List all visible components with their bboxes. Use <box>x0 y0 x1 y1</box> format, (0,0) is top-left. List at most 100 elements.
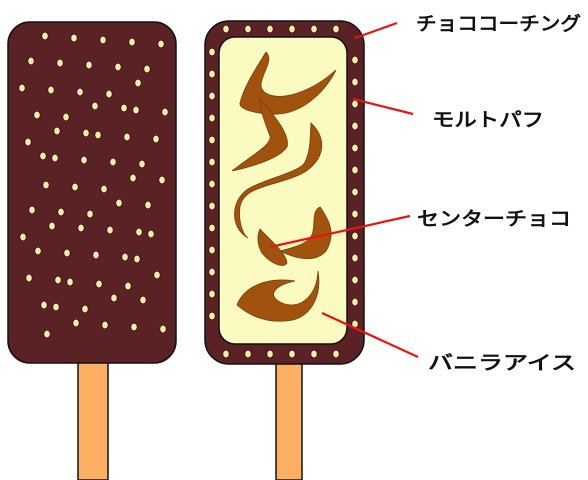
puff-dot-8 <box>114 62 122 72</box>
ring-dot-18 <box>208 113 216 123</box>
puff-dot-52 <box>133 254 141 264</box>
puff-dot-24 <box>94 130 102 140</box>
puff-dot-65 <box>72 318 80 328</box>
puff-dot-10 <box>18 83 26 93</box>
puff-dot-39 <box>86 209 94 219</box>
ring-dot-13 <box>351 55 359 65</box>
puff-dot-19 <box>132 105 140 115</box>
ring-dot-2 <box>244 24 252 34</box>
ring-dot-0 <box>222 24 230 34</box>
puff-dot-0 <box>41 31 49 41</box>
puff-dot-4 <box>157 39 165 49</box>
puff-dot-50 <box>92 250 100 260</box>
puff-dot-47 <box>147 229 155 239</box>
puff-dot-12 <box>76 87 84 97</box>
puff-dot-42 <box>19 232 27 242</box>
puff-dot-45 <box>106 225 114 235</box>
exterior-ice-cream-bar <box>7 21 177 480</box>
ring-dot-27 <box>351 209 359 219</box>
puff-dot-56 <box>95 279 103 289</box>
ring-dot-35 <box>351 297 359 307</box>
ring-dot-9 <box>310 349 318 359</box>
ring-dot-6 <box>288 24 296 34</box>
puff-dot-35 <box>129 173 137 183</box>
puff-dot-57 <box>124 281 132 291</box>
malt-puff-layer <box>208 24 359 359</box>
puff-dot-64 <box>43 329 51 339</box>
puff-dot-48 <box>34 246 42 256</box>
puff-dot-67 <box>130 322 138 332</box>
puff-dot-36 <box>158 175 166 185</box>
puff-dot-26 <box>152 134 160 144</box>
puff-dot-15 <box>33 110 41 120</box>
puff-dot-21 <box>24 137 32 147</box>
puff-dot-49 <box>63 248 71 258</box>
puff-dot-6 <box>56 58 64 68</box>
ring-dot-30 <box>208 245 216 255</box>
puff-dot-18 <box>120 103 128 113</box>
puff-dot-61 <box>81 304 89 314</box>
ring-dot-8 <box>310 24 318 34</box>
puff-dot-7 <box>85 60 93 70</box>
ring-dot-3 <box>244 349 252 359</box>
puff-dot-58 <box>153 270 161 280</box>
puff-dot-29 <box>80 155 88 165</box>
puff-dot-37 <box>28 205 36 215</box>
puff-dot-5 <box>27 56 35 66</box>
ring-dot-23 <box>351 165 359 175</box>
ring-dot-5 <box>266 349 274 359</box>
puff-dot-13 <box>105 89 113 99</box>
ring-dot-21 <box>351 143 359 153</box>
puff-dot-38 <box>57 207 65 217</box>
ring-dot-29 <box>351 231 359 241</box>
puff-dot-62 <box>110 293 118 303</box>
swirl-3 <box>234 122 323 239</box>
puff-dot-20 <box>161 107 169 117</box>
puff-dot-1 <box>70 33 78 43</box>
puff-dot-66 <box>101 320 109 330</box>
puff-dot-53 <box>25 273 33 283</box>
ring-dot-34 <box>208 289 216 299</box>
label-chocolate-coating: チョココーチング <box>416 12 581 35</box>
leader-line-puff <box>352 97 414 116</box>
puff-dot-31 <box>138 159 146 169</box>
puff-dot-43 <box>48 221 56 231</box>
puff-dot-25 <box>123 132 131 142</box>
exterior-stick <box>77 357 109 480</box>
ring-dot-11 <box>332 349 340 359</box>
puff-dot-32 <box>42 180 50 190</box>
ring-dot-20 <box>208 135 216 145</box>
ring-dot-15 <box>351 77 359 87</box>
leader-lines <box>269 21 419 358</box>
ring-dot-17 <box>351 99 359 109</box>
puff-dot-16 <box>62 112 70 122</box>
puff-dot-27 <box>39 151 47 161</box>
puff-dot-3 <box>128 37 136 47</box>
ring-dot-31 <box>351 253 359 263</box>
ring-dot-12 <box>208 47 216 57</box>
puff-dot-22 <box>53 126 61 136</box>
ring-dot-33 <box>351 275 359 285</box>
ring-dot-14 <box>208 69 216 79</box>
puff-dot-60 <box>52 302 60 312</box>
puff-dot-51 <box>121 252 129 262</box>
cross-section-ice-cream-bar <box>204 20 365 480</box>
label-center-chocolate: センターチョコ <box>417 208 571 230</box>
ring-dot-16 <box>208 91 216 101</box>
puff-dot-28 <box>51 153 59 163</box>
puff-dot-17 <box>91 101 99 111</box>
cross-section-stick <box>275 357 303 480</box>
swirl-2 <box>231 97 288 172</box>
label-vanilla-ice-cream: バニラアイス <box>428 352 576 374</box>
vanilla-ice-cream-core <box>218 36 348 345</box>
ring-dot-24 <box>208 179 216 189</box>
ring-dot-7 <box>288 349 296 359</box>
puff-dot-46 <box>135 227 143 237</box>
puff-dot-33 <box>71 182 79 192</box>
leader-line-center <box>269 214 411 249</box>
ring-dot-10 <box>332 24 340 34</box>
swirl-6 <box>236 270 320 322</box>
puff-dot-41 <box>144 200 152 210</box>
leader-line-coating <box>354 21 398 40</box>
